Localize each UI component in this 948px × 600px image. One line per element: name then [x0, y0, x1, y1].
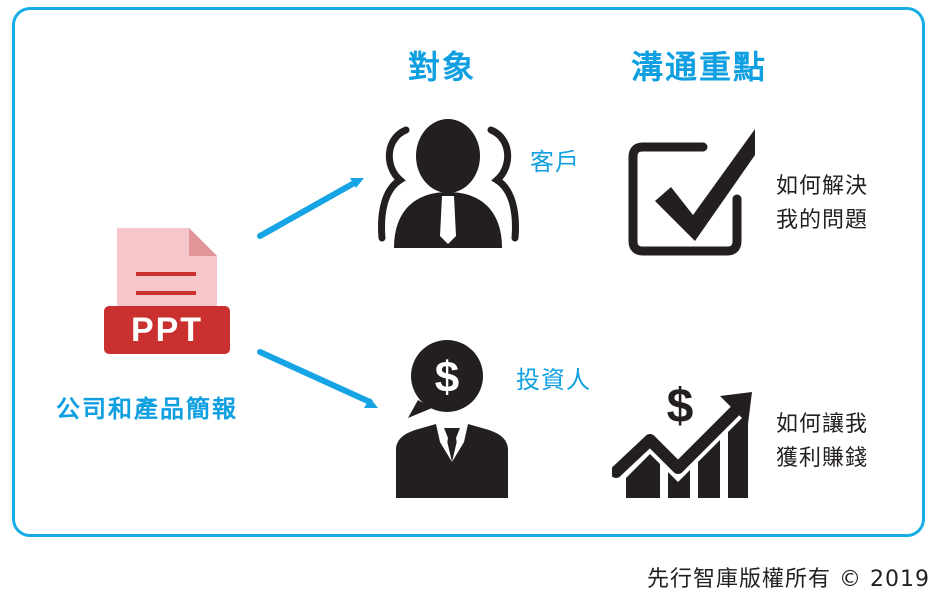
ppt-file-icon	[104, 228, 232, 356]
arrow-to-investor	[252, 340, 382, 420]
heading-audience: 對象	[408, 48, 477, 86]
arrow-to-customer	[252, 170, 372, 250]
focus-investor-line-2: 獲利賺錢	[776, 446, 869, 471]
focus-investor-text: 如何讓我 獲利賺錢	[776, 408, 868, 476]
copyright-footer: 先行智庫版權所有 © 2019	[647, 567, 930, 592]
svg-text:$: $	[435, 353, 459, 402]
audience-investor-label: 投資人	[516, 366, 591, 394]
focus-customer-line-2: 我的問題	[776, 208, 869, 233]
customer-group-icon	[376, 118, 521, 250]
ppt-badge: PPT	[130, 310, 204, 349]
money-growth-chart-icon: $	[612, 374, 760, 498]
checkbox-check-icon	[625, 123, 760, 258]
focus-customer-text: 如何解決 我的問題	[776, 170, 868, 238]
heading-focus: 溝通重點	[631, 48, 768, 86]
audience-customer-label: 客戶	[530, 148, 580, 176]
diagram-frame	[12, 7, 925, 537]
svg-text:$: $	[667, 380, 694, 433]
focus-investor-line-1: 如何讓我	[776, 412, 869, 437]
investor-icon: $	[394, 338, 510, 498]
source-label: 公司和產品簡報	[56, 395, 238, 423]
focus-customer-line-1: 如何解決	[776, 174, 869, 199]
